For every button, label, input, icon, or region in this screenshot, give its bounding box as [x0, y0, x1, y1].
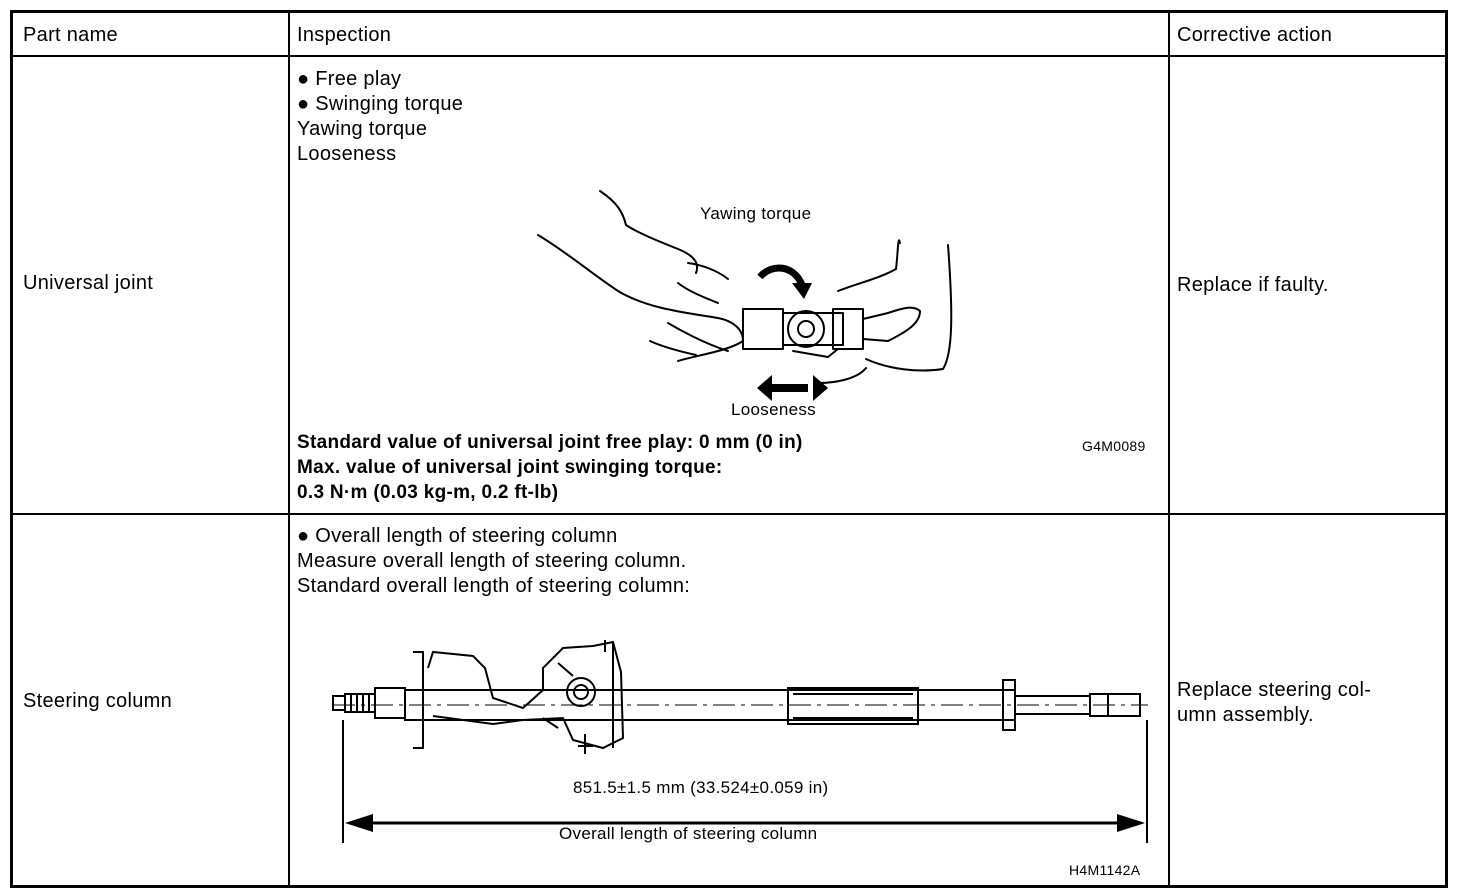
action-universal-joint: Replace if faulty. [1177, 274, 1329, 296]
spec-line: Standard value of universal joint free p… [297, 432, 803, 453]
looseness-arrow [757, 375, 828, 401]
inspection-line: Standard overall length of steering colu… [297, 575, 691, 597]
dimension-arrow-left [345, 814, 373, 832]
header-part-name: Part name [23, 24, 118, 46]
column-divider [1168, 13, 1170, 885]
inspection-line: ● Free play [297, 68, 402, 90]
figure-code: H4M1142A [1069, 862, 1141, 878]
steering-column-figure [332, 640, 1148, 843]
looseness-label: Looseness [731, 400, 816, 419]
dimension-caption: Overall length of steering column [559, 824, 818, 843]
right-hand-outline [837, 239, 901, 292]
header-corrective-action: Corrective action [1177, 24, 1333, 46]
inspection-line: Looseness [297, 143, 397, 165]
left-arm-outline [599, 190, 698, 274]
column-divider [288, 13, 290, 885]
spec-line: Max. value of universal joint swinging t… [297, 457, 723, 478]
left-hand-outline [537, 234, 744, 362]
dimension-label: 851.5±1.5 mm (33.524±0.059 in) [573, 778, 829, 797]
row-divider [13, 55, 1445, 57]
action-line: Replace steering col- [1177, 679, 1372, 701]
inspection-line: ● Swinging torque [297, 93, 464, 115]
universal-joint-figure [537, 190, 953, 401]
part-universal-joint: Universal joint [23, 272, 154, 294]
yawing-torque-label: Yawing torque [700, 204, 812, 223]
yawing-torque-arrow [757, 264, 812, 299]
inspection-table: Part name Inspection Corrective action U… [10, 10, 1448, 888]
figure-code: G4M0089 [1082, 438, 1146, 454]
dimension-arrow-right [1117, 814, 1145, 832]
part-steering-column: Steering column [23, 690, 173, 712]
header-inspection: Inspection [297, 24, 392, 46]
inspection-line: Measure overall length of steering colum… [297, 550, 687, 572]
spec-line: 0.3 N·m (0.03 kg-m, 0.2 ft-lb) [297, 482, 559, 503]
inspection-line: Yawing torque [297, 118, 428, 140]
row-divider [13, 513, 1445, 515]
inspection-line: ● Overall length of steering column [297, 525, 618, 547]
action-line: umn assembly. [1177, 704, 1314, 726]
